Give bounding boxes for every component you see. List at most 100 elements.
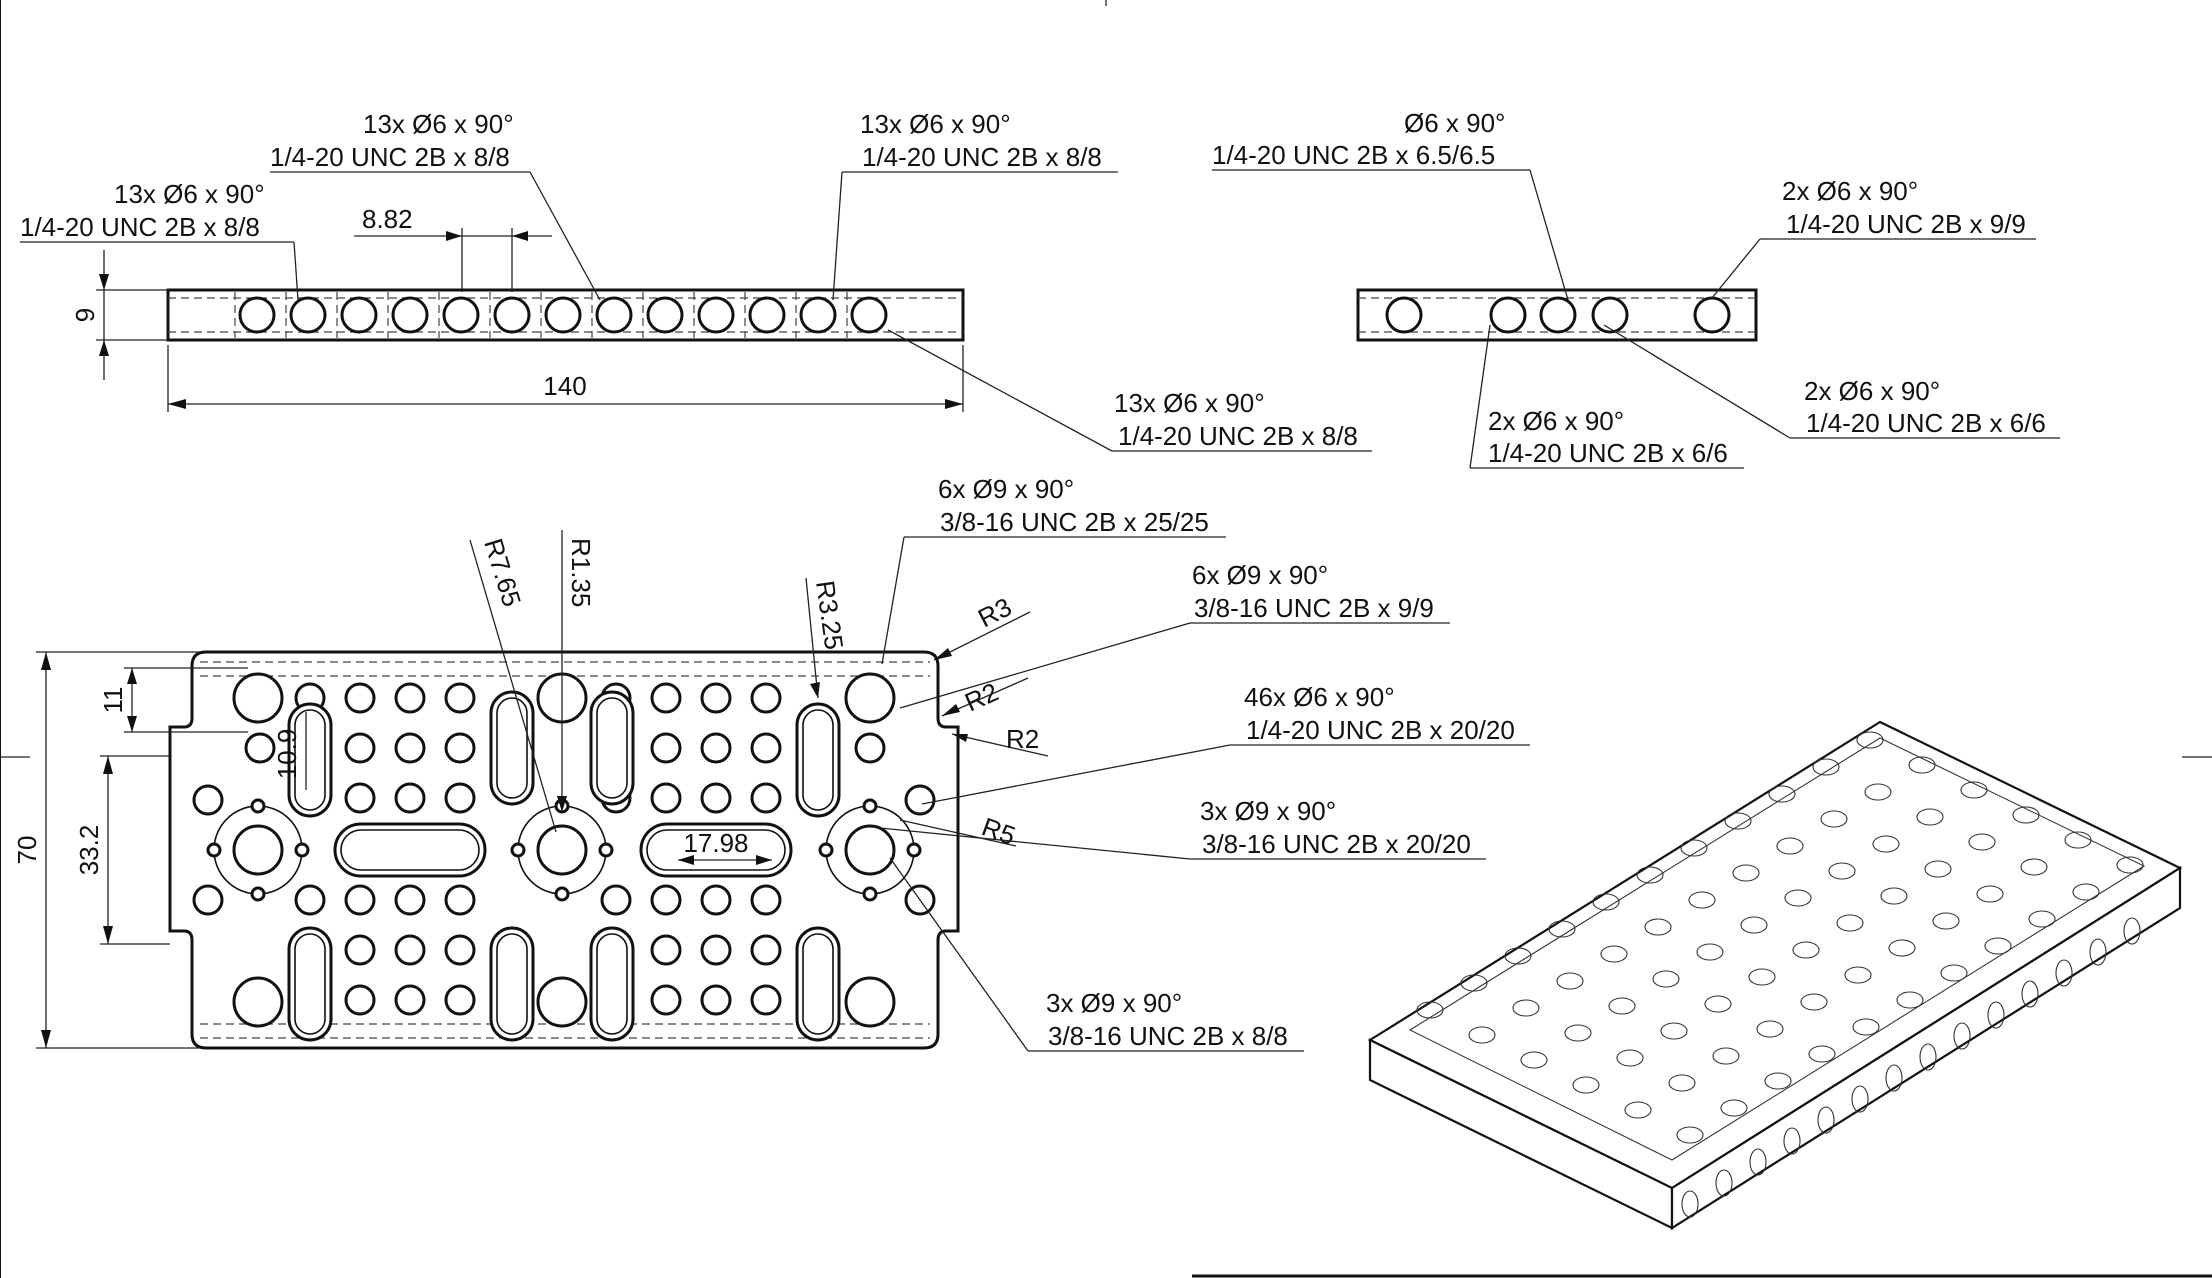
dim-9: 9: [70, 250, 168, 380]
side-hole: [544, 296, 582, 334]
side-hole: [238, 296, 276, 334]
iso-hole: [1872, 835, 1900, 853]
iso-side-hole: [2123, 917, 2141, 945]
iso-side-hole: [1953, 1022, 1971, 1050]
iso-side-hole: [1681, 1190, 1699, 1218]
slot: [287, 926, 333, 1042]
callout-5: Ø6 x 90° 1/4-20 UNC 2B x 6.5/6.5: [1212, 108, 1569, 301]
slot-inner: [340, 829, 480, 871]
iso-hole: [1608, 997, 1636, 1015]
boss-pin: [818, 842, 834, 858]
callout-2-thread: 1/4-20 UNC 2B x 8/8: [270, 142, 510, 172]
dim-11-label: 11: [98, 687, 128, 714]
plan-view: [168, 650, 960, 1050]
iso-side-hole: [2021, 980, 2039, 1008]
callout-10-count: 6x Ø9 x 90°: [1192, 560, 1328, 590]
side-view-long: [166, 288, 965, 342]
iso-hole: [1652, 970, 1680, 988]
callout-2: 13x Ø6 x 90° 1/4-20 UNC 2B x 8/8: [270, 109, 601, 301]
iso-hole: [1660, 1022, 1688, 1040]
callout-5-thread: 1/4-20 UNC 2B x 6.5/6.5: [1212, 140, 1495, 170]
grid-hole: [444, 934, 476, 966]
callout-7-count: 2x Ø6 x 90°: [1488, 406, 1624, 436]
large-hole: [232, 976, 284, 1028]
side-hole: [340, 296, 378, 334]
dim-10-9-label: 10.9: [272, 729, 302, 780]
grid-hole: [650, 732, 682, 764]
callout-7-thread: 1/4-20 UNC 2B x 6/6: [1488, 438, 1728, 468]
iso-hole: [2028, 910, 2056, 928]
iso-hole: [1748, 968, 1776, 986]
iso-hole: [1916, 808, 1944, 826]
dim-11: 11: [98, 667, 248, 733]
callout-10-thread: 3/8-16 UNC 2B x 9/9: [1194, 593, 1434, 623]
iso-hole: [1668, 1074, 1696, 1092]
iso-hole: [1696, 943, 1724, 961]
callout-13-count: 3x Ø9 x 90°: [1046, 988, 1182, 1018]
slot-inner: [596, 933, 628, 1035]
boss-pin: [862, 886, 878, 902]
grid-hole: [750, 934, 782, 966]
callout-13: 3x Ø9 x 90° 3/8-16 UNC 2B x 8/8: [889, 857, 1304, 1052]
dim-33-2-label: 33.2: [74, 825, 104, 876]
iso-hole: [1792, 941, 1820, 959]
callout-10: 6x Ø9 x 90° 3/8-16 UNC 2B x 9/9: [899, 560, 1450, 709]
iso-hole: [2064, 831, 2092, 849]
callout-6-count: 2x Ø6 x 90°: [1782, 176, 1918, 206]
side-hole: [697, 296, 735, 334]
grid-hole: [650, 884, 682, 916]
iso-hole: [1548, 920, 1576, 938]
dim-r2-lower: R2: [951, 724, 1049, 757]
iso-hole: [1600, 945, 1628, 963]
slot: [639, 822, 793, 878]
grid-hole: [344, 732, 376, 764]
iso-hole: [1704, 995, 1732, 1013]
iso-side-hole: [1715, 1169, 1733, 1197]
dim-r3-25: R3.25: [805, 577, 849, 699]
grid-hole: [344, 682, 376, 714]
iso-side-hole: [2089, 938, 2107, 966]
side-hole: [442, 296, 480, 334]
callout-8: 2x Ø6 x 90° 1/4-20 UNC 2B x 6/6: [1603, 324, 2060, 439]
iso-side-hole: [1817, 1106, 1835, 1134]
large-hole: [536, 976, 588, 1028]
iso-side-hole: [2055, 959, 2073, 987]
side-hole: [493, 296, 531, 334]
boss-pin: [598, 842, 614, 858]
dim-r2-upper-label: R2: [960, 677, 1003, 718]
iso-hole: [1740, 916, 1768, 934]
dim-140-label: 140: [543, 371, 586, 401]
iso-hole: [1812, 758, 1840, 776]
side-hole: [799, 296, 837, 334]
iso-hole: [1844, 966, 1872, 984]
callout-8-thread: 1/4-20 UNC 2B x 6/6: [1806, 408, 2046, 438]
side-hole: [1693, 296, 1731, 334]
iso-hole: [1888, 939, 1916, 957]
plan-bosses: [206, 798, 922, 902]
iso-hole: [1768, 785, 1796, 803]
callout-9: 6x Ø9 x 90° 3/8-16 UNC 2B x 25/25: [881, 474, 1226, 665]
callout-1-count: 13x Ø6 x 90°: [114, 179, 265, 209]
dim-r2-lower-label: R2: [1006, 724, 1039, 754]
grid-hole: [344, 782, 376, 814]
callout-1: 13x Ø6 x 90° 1/4-20 UNC 2B x 8/8: [20, 179, 299, 301]
large-hole: [232, 672, 284, 724]
dim-8-82: 8.82: [354, 204, 552, 292]
callout-8-count: 2x Ø6 x 90°: [1804, 376, 1940, 406]
grid-hole: [444, 782, 476, 814]
iso-hole: [1564, 1024, 1592, 1042]
callout-12-thread: 3/8-16 UNC 2B x 20/20: [1202, 829, 1471, 859]
iso-hole: [1556, 972, 1584, 990]
grid-hole: [394, 732, 426, 764]
grid-hole: [444, 984, 476, 1016]
side-hole: [748, 296, 786, 334]
dim-r3: R3: [933, 592, 1031, 661]
callout-11-thread: 1/4-20 UNC 2B x 20/20: [1246, 715, 1515, 745]
iso-hole: [1968, 833, 1996, 851]
edge-hole: [192, 884, 224, 916]
iso-side-hole: [1851, 1085, 1869, 1113]
dim-r1-35: R1.35: [557, 530, 596, 812]
side-view-short: [1356, 288, 1758, 342]
iso-hole: [1720, 1099, 1748, 1117]
